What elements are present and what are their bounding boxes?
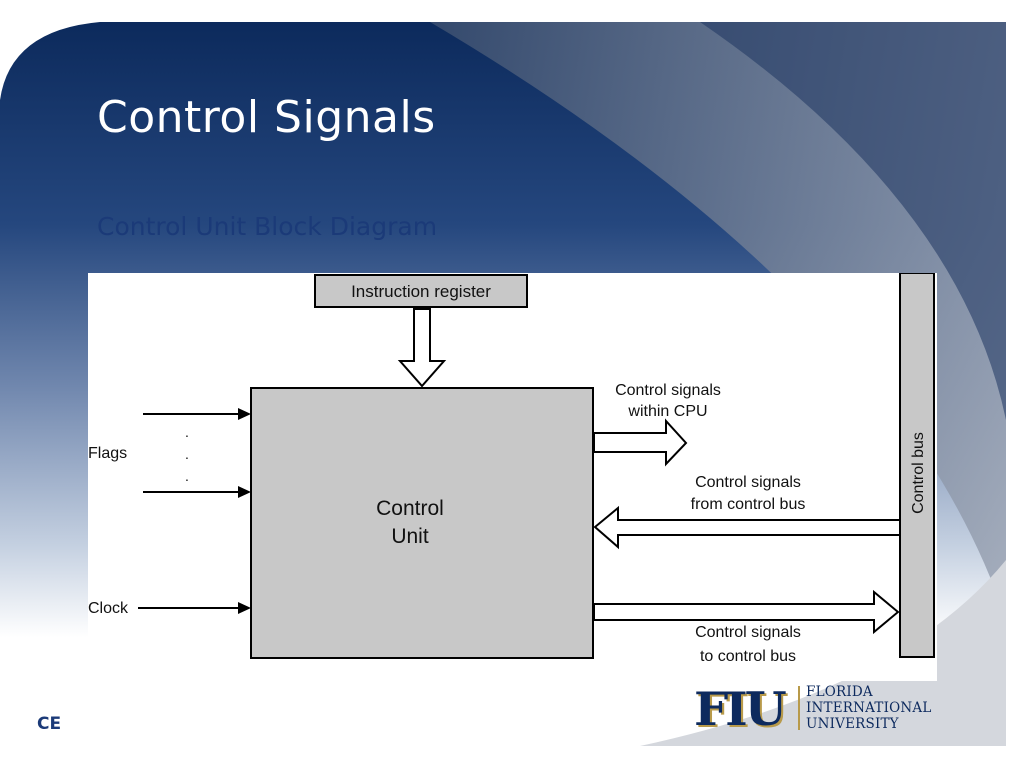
logo-line-international: INTERNATIONAL	[806, 700, 932, 716]
logo-line-university: UNIVERSITY	[806, 716, 899, 732]
logo-divider	[798, 686, 800, 730]
from-bus-label-line2: from control bus	[691, 496, 806, 513]
control-unit-block-diagram: Instruction register Control Unit Flags …	[88, 272, 937, 681]
control-unit-label-line1: Control	[376, 497, 444, 520]
control-bus-box	[899, 272, 935, 658]
within-cpu-label-line1: Control signals	[615, 382, 721, 399]
flags-label: Flags	[88, 445, 127, 462]
slide-title: Control Signals	[97, 92, 436, 143]
clock-label: Clock	[88, 600, 129, 617]
flag-arrowhead-top	[238, 408, 251, 420]
within-cpu-arrow	[593, 418, 688, 467]
fiu-logo: FIU FLORIDA INTERNATIONAL UNIVERSITY	[690, 680, 950, 740]
flag-arrowhead-bottom	[238, 486, 251, 498]
within-cpu-label-line2: within CPU	[627, 403, 707, 420]
instruction-register-label: Instruction register	[351, 282, 491, 301]
fiu-logo-mark: FIU	[694, 682, 787, 736]
footer-course-code: CE	[37, 714, 62, 734]
control-unit-label-line2: Unit	[391, 525, 429, 548]
control-bus-label: Control bus	[910, 432, 927, 514]
from-bus-arrow	[593, 505, 901, 550]
flag-dot-2: .	[185, 446, 189, 462]
logo-line-florida: FLORIDA	[806, 684, 873, 700]
flag-dot-3: .	[185, 468, 189, 484]
clock-arrowhead	[238, 602, 251, 614]
control-unit-box	[250, 387, 594, 659]
to-bus-label-line1: Control signals	[695, 624, 801, 641]
to-bus-arrow	[593, 589, 900, 635]
ir-to-cu-arrow	[397, 308, 447, 388]
from-bus-label-line1: Control signals	[695, 474, 801, 491]
to-bus-label-line2: to control bus	[700, 648, 796, 665]
flag-dot-1: .	[185, 424, 189, 440]
logo-wordmark: FLORIDA INTERNATIONAL UNIVERSITY	[806, 684, 932, 732]
slide-subtitle: Control Unit Block Diagram	[97, 212, 438, 241]
instruction-register-box	[314, 274, 528, 308]
